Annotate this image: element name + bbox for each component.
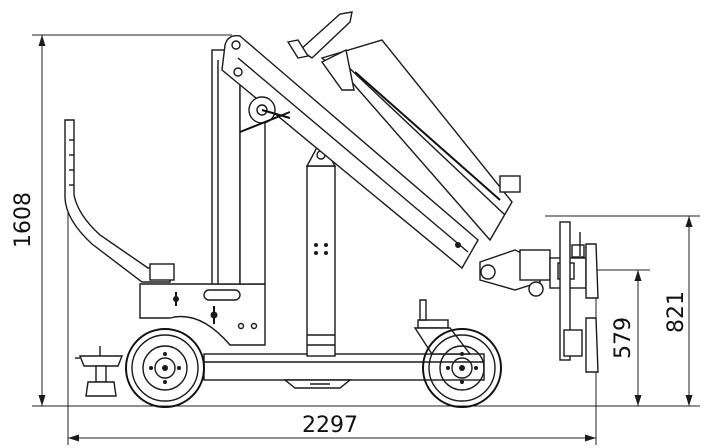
chassis [139,283,485,389]
front-wheel [422,328,502,408]
tow-handle [64,119,175,283]
dimension-1608: 1608 [11,192,36,248]
dimension-2297: 2297 [302,413,358,438]
vacuum-head [479,221,599,373]
telescopic-arm [320,39,521,242]
dimension-579: 579 [611,317,636,359]
machine [64,11,599,408]
main-boom [221,35,479,270]
stabilizer-foot [75,346,124,397]
dimension-821: 821 [664,291,689,333]
tilt-plate [286,11,353,59]
column [305,138,337,357]
rear-wheel [125,328,205,408]
